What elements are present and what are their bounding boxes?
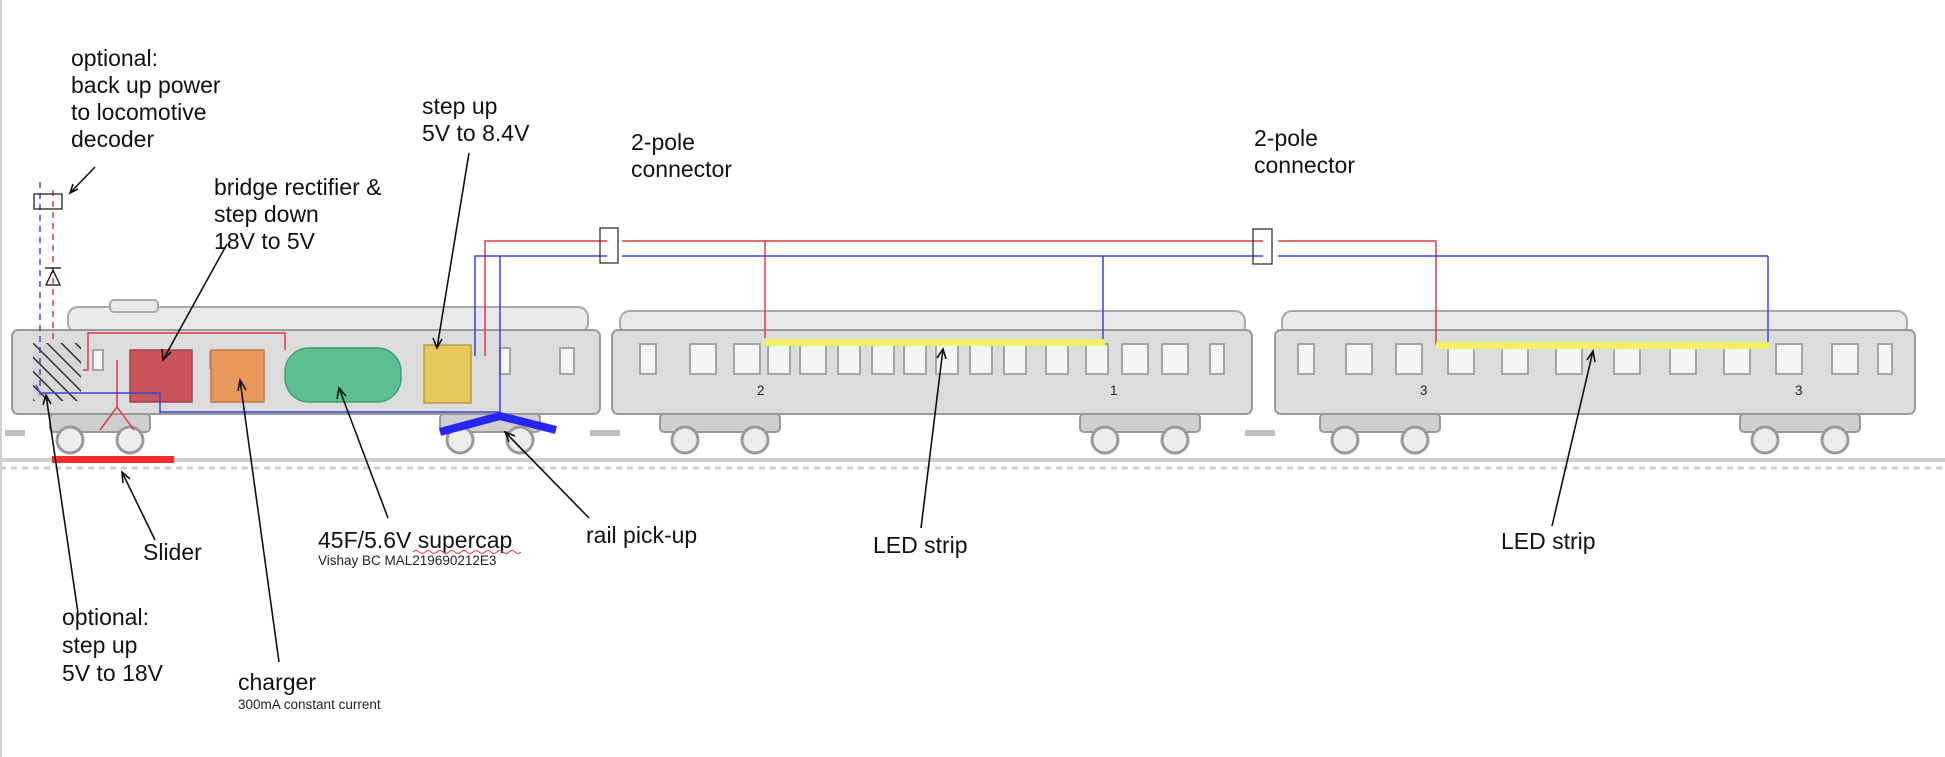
led-strip-1 [765,339,1105,346]
label-connector-2-line-1: 2-pole [1254,125,1318,151]
two-pole-connector-1 [599,227,619,264]
label-optional-backup-line-2: back up power [71,72,221,98]
label-step-up-84-line-1: step up [422,93,497,119]
coach-2-class-right: 3 [1795,383,1803,398]
label-connector-1-line-1: 2-pole [631,129,695,155]
passenger-coach-2: 3 3 [1274,310,1916,455]
two-pole-connector-2 [1252,228,1273,265]
positive-wires [52,190,1437,431]
backup-connector-box [33,193,63,210]
label-optional-backup-line-1: optional: [71,45,158,71]
label-optional-backup-line-4: decoder [71,126,154,152]
led-strip-2 [1436,342,1769,349]
label-bridge-rectifier-line-1: bridge rectifier & [214,174,381,200]
slider-bar [52,456,174,463]
spellcheck-underline [412,550,522,554]
label-optional-step-up: optional: step up 5V to 18V [62,604,164,686]
track [0,458,1945,470]
label-optional-backup-line-3: to locomotive [71,99,207,125]
supercap-block [284,347,402,403]
label-optional-step-up-line-3: 5V to 18V [62,660,164,686]
decoder-hatch-area [33,343,81,401]
coach-1-class-right: 1 [1110,383,1118,398]
label-connector-1-line-2: connector [631,156,732,182]
label-connector-1: 2-pole connector [631,129,732,182]
annotation-arrows [42,152,1596,663]
coach-1-windows [639,343,1225,375]
step-up-block [423,344,472,404]
label-led-strip-1: LED strip [873,532,968,558]
label-rail-pickup: rail pick-up [586,522,697,548]
rail-pickup-shoe [438,412,557,436]
coach-1-class-left: 2 [757,383,765,398]
label-optional-backup: optional: back up power to locomotive de… [71,45,221,152]
label-bridge-rectifier: bridge rectifier & step down 18V to 5V [214,174,381,254]
label-bridge-rectifier-line-3: 18V to 5V [214,228,316,254]
label-led-strip-2: LED strip [1501,528,1596,554]
charger-block [210,349,265,403]
label-bridge-rectifier-line-2: step down [214,201,319,227]
passenger-coach-1: 2 1 [611,310,1275,455]
label-connector-2-line-2: connector [1254,152,1355,178]
label-charger-note: 300mA constant current [238,697,381,712]
diode-symbol [44,267,62,286]
label-slider: Slider [143,539,202,565]
negative-wires [35,182,1769,413]
label-step-up-84: step up 5V to 8.4V [422,93,530,146]
bridge-rectifier-block [129,349,193,403]
label-connector-2: 2-pole connector [1254,125,1355,178]
label-optional-step-up-line-2: step up [62,632,137,658]
label-supercap-part: Vishay BC MAL219690212E3 [318,553,496,568]
coach-2-class-left: 3 [1420,383,1428,398]
label-supercap: 45F/5.6V supercap [318,527,512,553]
label-optional-step-up-line-1: optional: [62,604,149,630]
label-step-up-84-line-2: 5V to 8.4V [422,120,530,146]
label-charger: charger [238,669,316,695]
